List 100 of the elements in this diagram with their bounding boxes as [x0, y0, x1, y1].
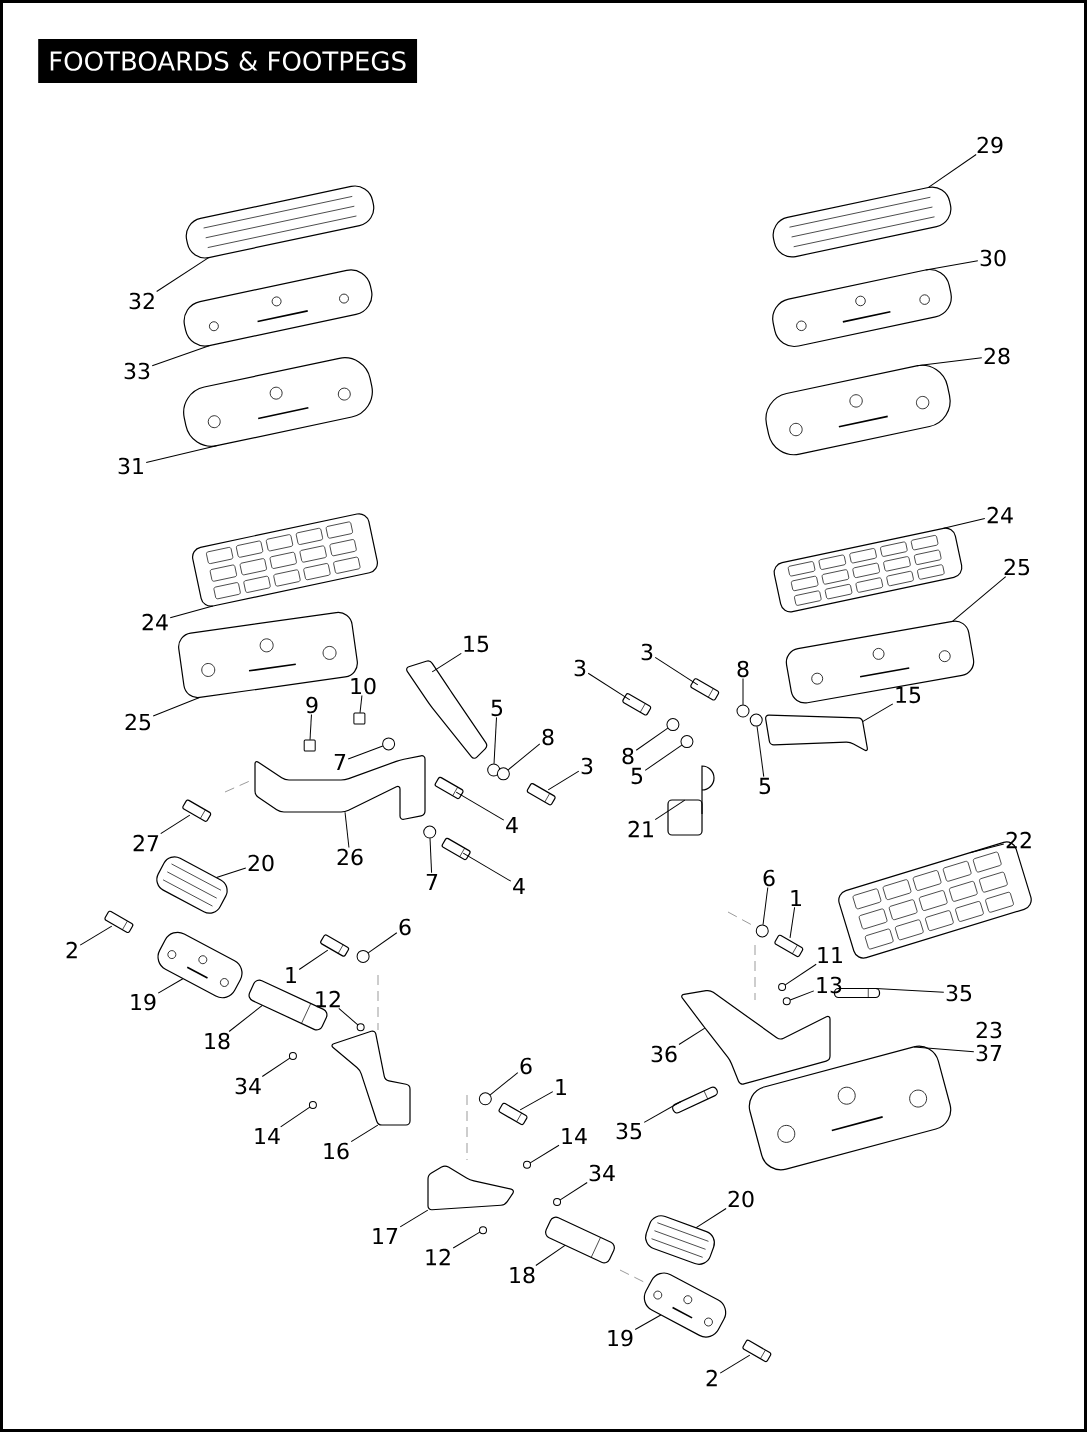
- leader-line: [359, 695, 363, 714]
- leader-line: [952, 576, 1007, 622]
- callout-number: 19: [131, 993, 156, 1011]
- footboard: [748, 1045, 952, 1171]
- footboard: [765, 364, 951, 456]
- footboard: [185, 185, 375, 259]
- leader-line: [429, 837, 433, 874]
- washer: [356, 949, 370, 963]
- washer: [496, 767, 510, 781]
- leader-line: [635, 727, 669, 751]
- leader-line: [455, 791, 505, 821]
- callout-number: 5: [759, 777, 771, 795]
- peg-rod: [545, 1216, 615, 1264]
- bolt: [182, 799, 212, 822]
- callout-number: 20: [728, 1190, 754, 1208]
- washer: [755, 924, 769, 938]
- pin: [479, 1226, 487, 1235]
- callout-number: 20: [248, 854, 274, 872]
- footboard: [183, 357, 373, 447]
- washer: [423, 825, 437, 839]
- callout-number: 3: [581, 757, 593, 775]
- leader-line: [216, 867, 247, 878]
- callout-number: 33: [124, 362, 150, 380]
- bolt: [526, 783, 556, 806]
- leader-line: [529, 1144, 560, 1164]
- leader-line: [943, 518, 986, 529]
- bolt: [690, 678, 720, 701]
- footpeg: [643, 1272, 727, 1338]
- bracket: [427, 1165, 514, 1211]
- leader-line: [875, 988, 945, 993]
- callout-number: 9: [306, 696, 318, 714]
- callout-number: 10: [351, 677, 376, 695]
- pin: [523, 1160, 531, 1169]
- washer: [666, 718, 680, 732]
- callout-number: 25: [1004, 558, 1030, 576]
- callout-number: 16: [324, 1142, 349, 1160]
- callout-number: 21: [628, 820, 653, 838]
- bolt: [774, 934, 804, 958]
- callout-number: 3: [574, 659, 586, 677]
- leader-line: [145, 445, 218, 463]
- callout-number: 7: [334, 754, 346, 771]
- callout-number: 6: [763, 869, 775, 887]
- callout-number: 31: [118, 457, 143, 475]
- callout-number: 5: [491, 699, 503, 717]
- leader-line: [644, 744, 683, 771]
- leader-line: [169, 605, 214, 619]
- leader-line: [861, 703, 894, 723]
- title-banner: FOOTBOARDS & FOOTPEGS: [38, 39, 418, 83]
- washer: [478, 1092, 492, 1106]
- bolt: [441, 837, 471, 861]
- callout-number: 8: [622, 747, 634, 765]
- callout-number: 14: [562, 1128, 587, 1145]
- leader-line: [261, 1057, 291, 1077]
- callout-number: 24: [987, 506, 1013, 524]
- callout-number: 14: [255, 1128, 280, 1145]
- leader-line: [519, 1091, 554, 1111]
- callout-number: 35: [616, 1122, 642, 1140]
- callout-number: 12: [316, 990, 340, 1008]
- callout-number: 13: [817, 976, 842, 994]
- footrest-arm: [406, 660, 488, 759]
- mounting-bar: [254, 755, 426, 820]
- callout-number: 5: [631, 767, 643, 785]
- bolt: [498, 1102, 528, 1126]
- leader-line: [228, 1004, 263, 1032]
- leader-line: [399, 1209, 429, 1228]
- callout-number: 34: [235, 1077, 261, 1095]
- leader-line: [156, 257, 210, 292]
- washer: [487, 763, 501, 777]
- callout-number: 1: [556, 1079, 566, 1096]
- bolt: [320, 934, 350, 957]
- callout-number: 15: [464, 635, 489, 653]
- footrest-arm: [765, 714, 868, 752]
- leader-line: [507, 743, 541, 771]
- leader-line: [762, 887, 769, 926]
- callout-number: 6: [399, 918, 411, 936]
- leader-line: [654, 799, 686, 821]
- callout-number: 27: [133, 834, 159, 852]
- leader-line: [913, 1046, 975, 1053]
- callout-number: 32: [129, 292, 154, 310]
- bolt: [104, 910, 134, 934]
- leader-line: [347, 745, 384, 760]
- leader-line: [462, 852, 512, 882]
- callout-number: 19: [608, 1329, 633, 1347]
- washer: [382, 737, 396, 751]
- leader-line: [298, 949, 329, 970]
- footpeg: [157, 931, 243, 999]
- callout-number: 22: [1006, 831, 1031, 849]
- leader-line: [643, 1101, 682, 1123]
- callout-number: 6: [520, 1057, 532, 1075]
- footboard: [772, 186, 952, 258]
- footboard-plate: [183, 269, 373, 347]
- callout-number: 35: [946, 984, 972, 1002]
- leader-line: [344, 811, 350, 848]
- pin: [553, 1197, 562, 1206]
- leader-line: [157, 978, 184, 994]
- callout-number: 37: [976, 1044, 1002, 1062]
- footpeg-pad: [156, 856, 228, 914]
- nut: [303, 739, 316, 752]
- footboard-plate: [772, 268, 952, 348]
- leader-line: [79, 925, 113, 946]
